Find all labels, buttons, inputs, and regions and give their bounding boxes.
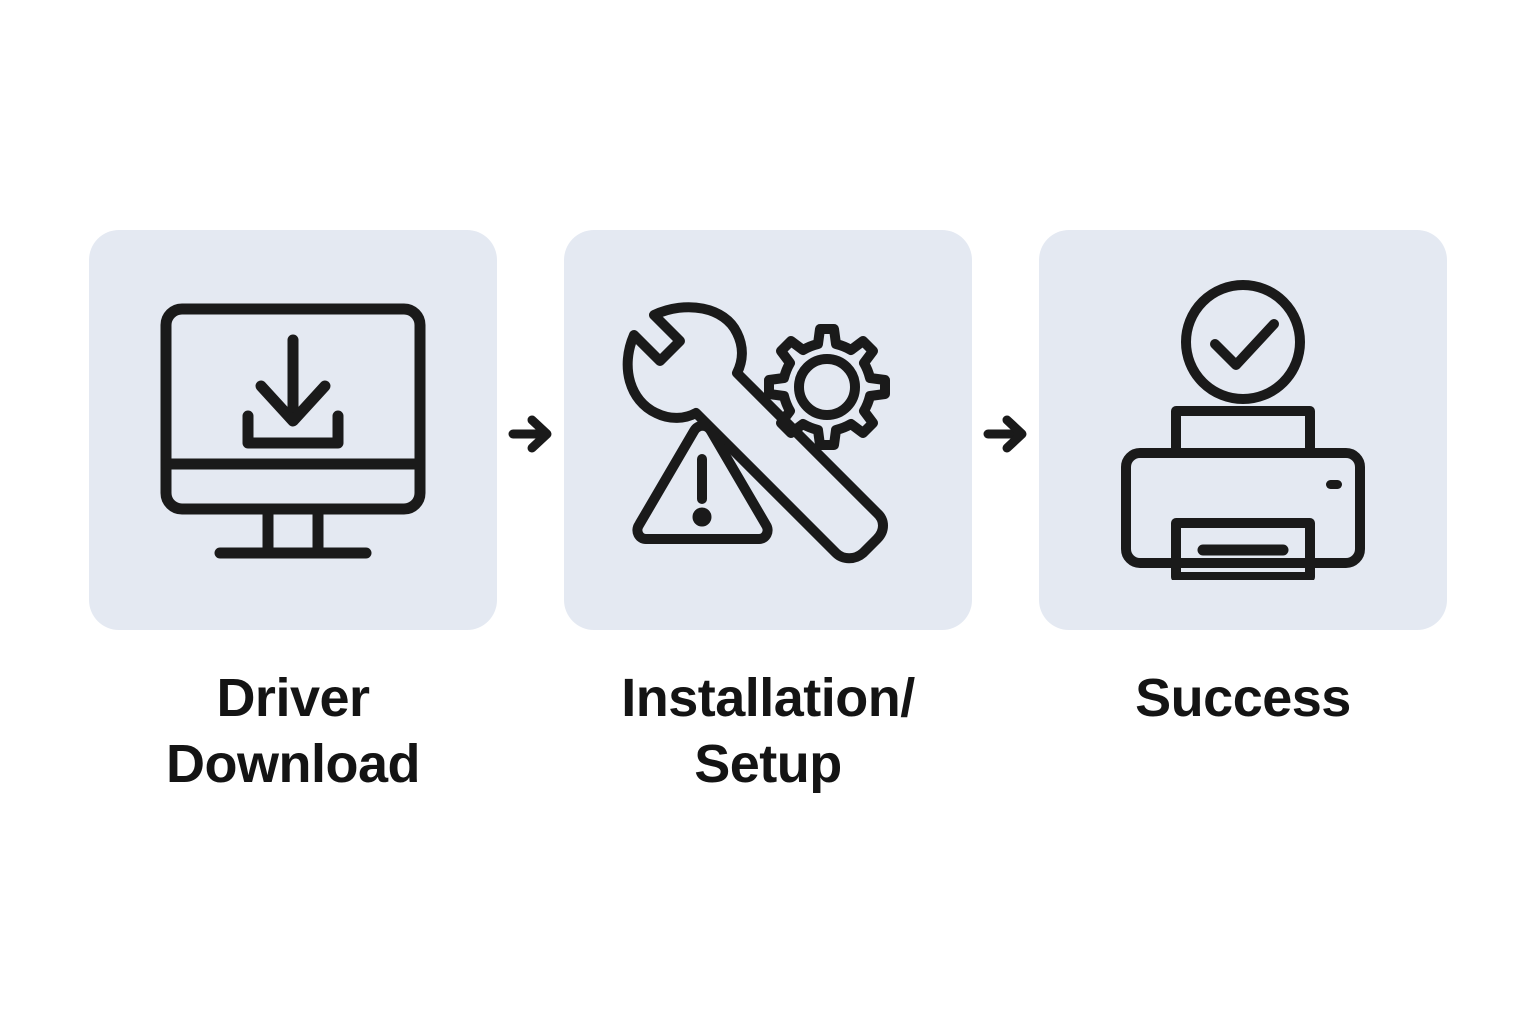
printer-paper-top — [1171, 406, 1315, 458]
printer-status-slot — [1326, 480, 1342, 489]
warning-triangle-icon — [632, 420, 773, 544]
step-success[interactable]: Success — [1039, 0, 1447, 732]
step-driver-download[interactable]: Driver Download — [89, 0, 497, 798]
check-circle-icon — [1181, 280, 1305, 404]
printer-check-icon — [1121, 280, 1365, 580]
step-icon-card — [1039, 230, 1447, 630]
step-icon-card — [564, 230, 972, 630]
connector-1 — [497, 0, 564, 1024]
connector-2 — [972, 0, 1039, 1024]
arrow-right-icon — [508, 415, 551, 453]
printer-body — [1121, 448, 1365, 568]
printer-output-tray — [1171, 518, 1315, 580]
step-label-success: Success — [1135, 668, 1351, 728]
step-icon-card — [89, 230, 497, 630]
wrench-gear-warning-icon — [622, 302, 890, 564]
step-label-installation-setup: Installation/ Setup — [621, 668, 915, 794]
step-label-driver-download: Driver Download — [166, 668, 420, 794]
arrow-right-icon — [983, 415, 1026, 453]
wrench-icon — [622, 302, 888, 564]
step-installation-setup[interactable]: Installation/ Setup — [564, 0, 972, 798]
monitor-download-icon — [160, 303, 426, 559]
gear-icon — [764, 324, 890, 450]
